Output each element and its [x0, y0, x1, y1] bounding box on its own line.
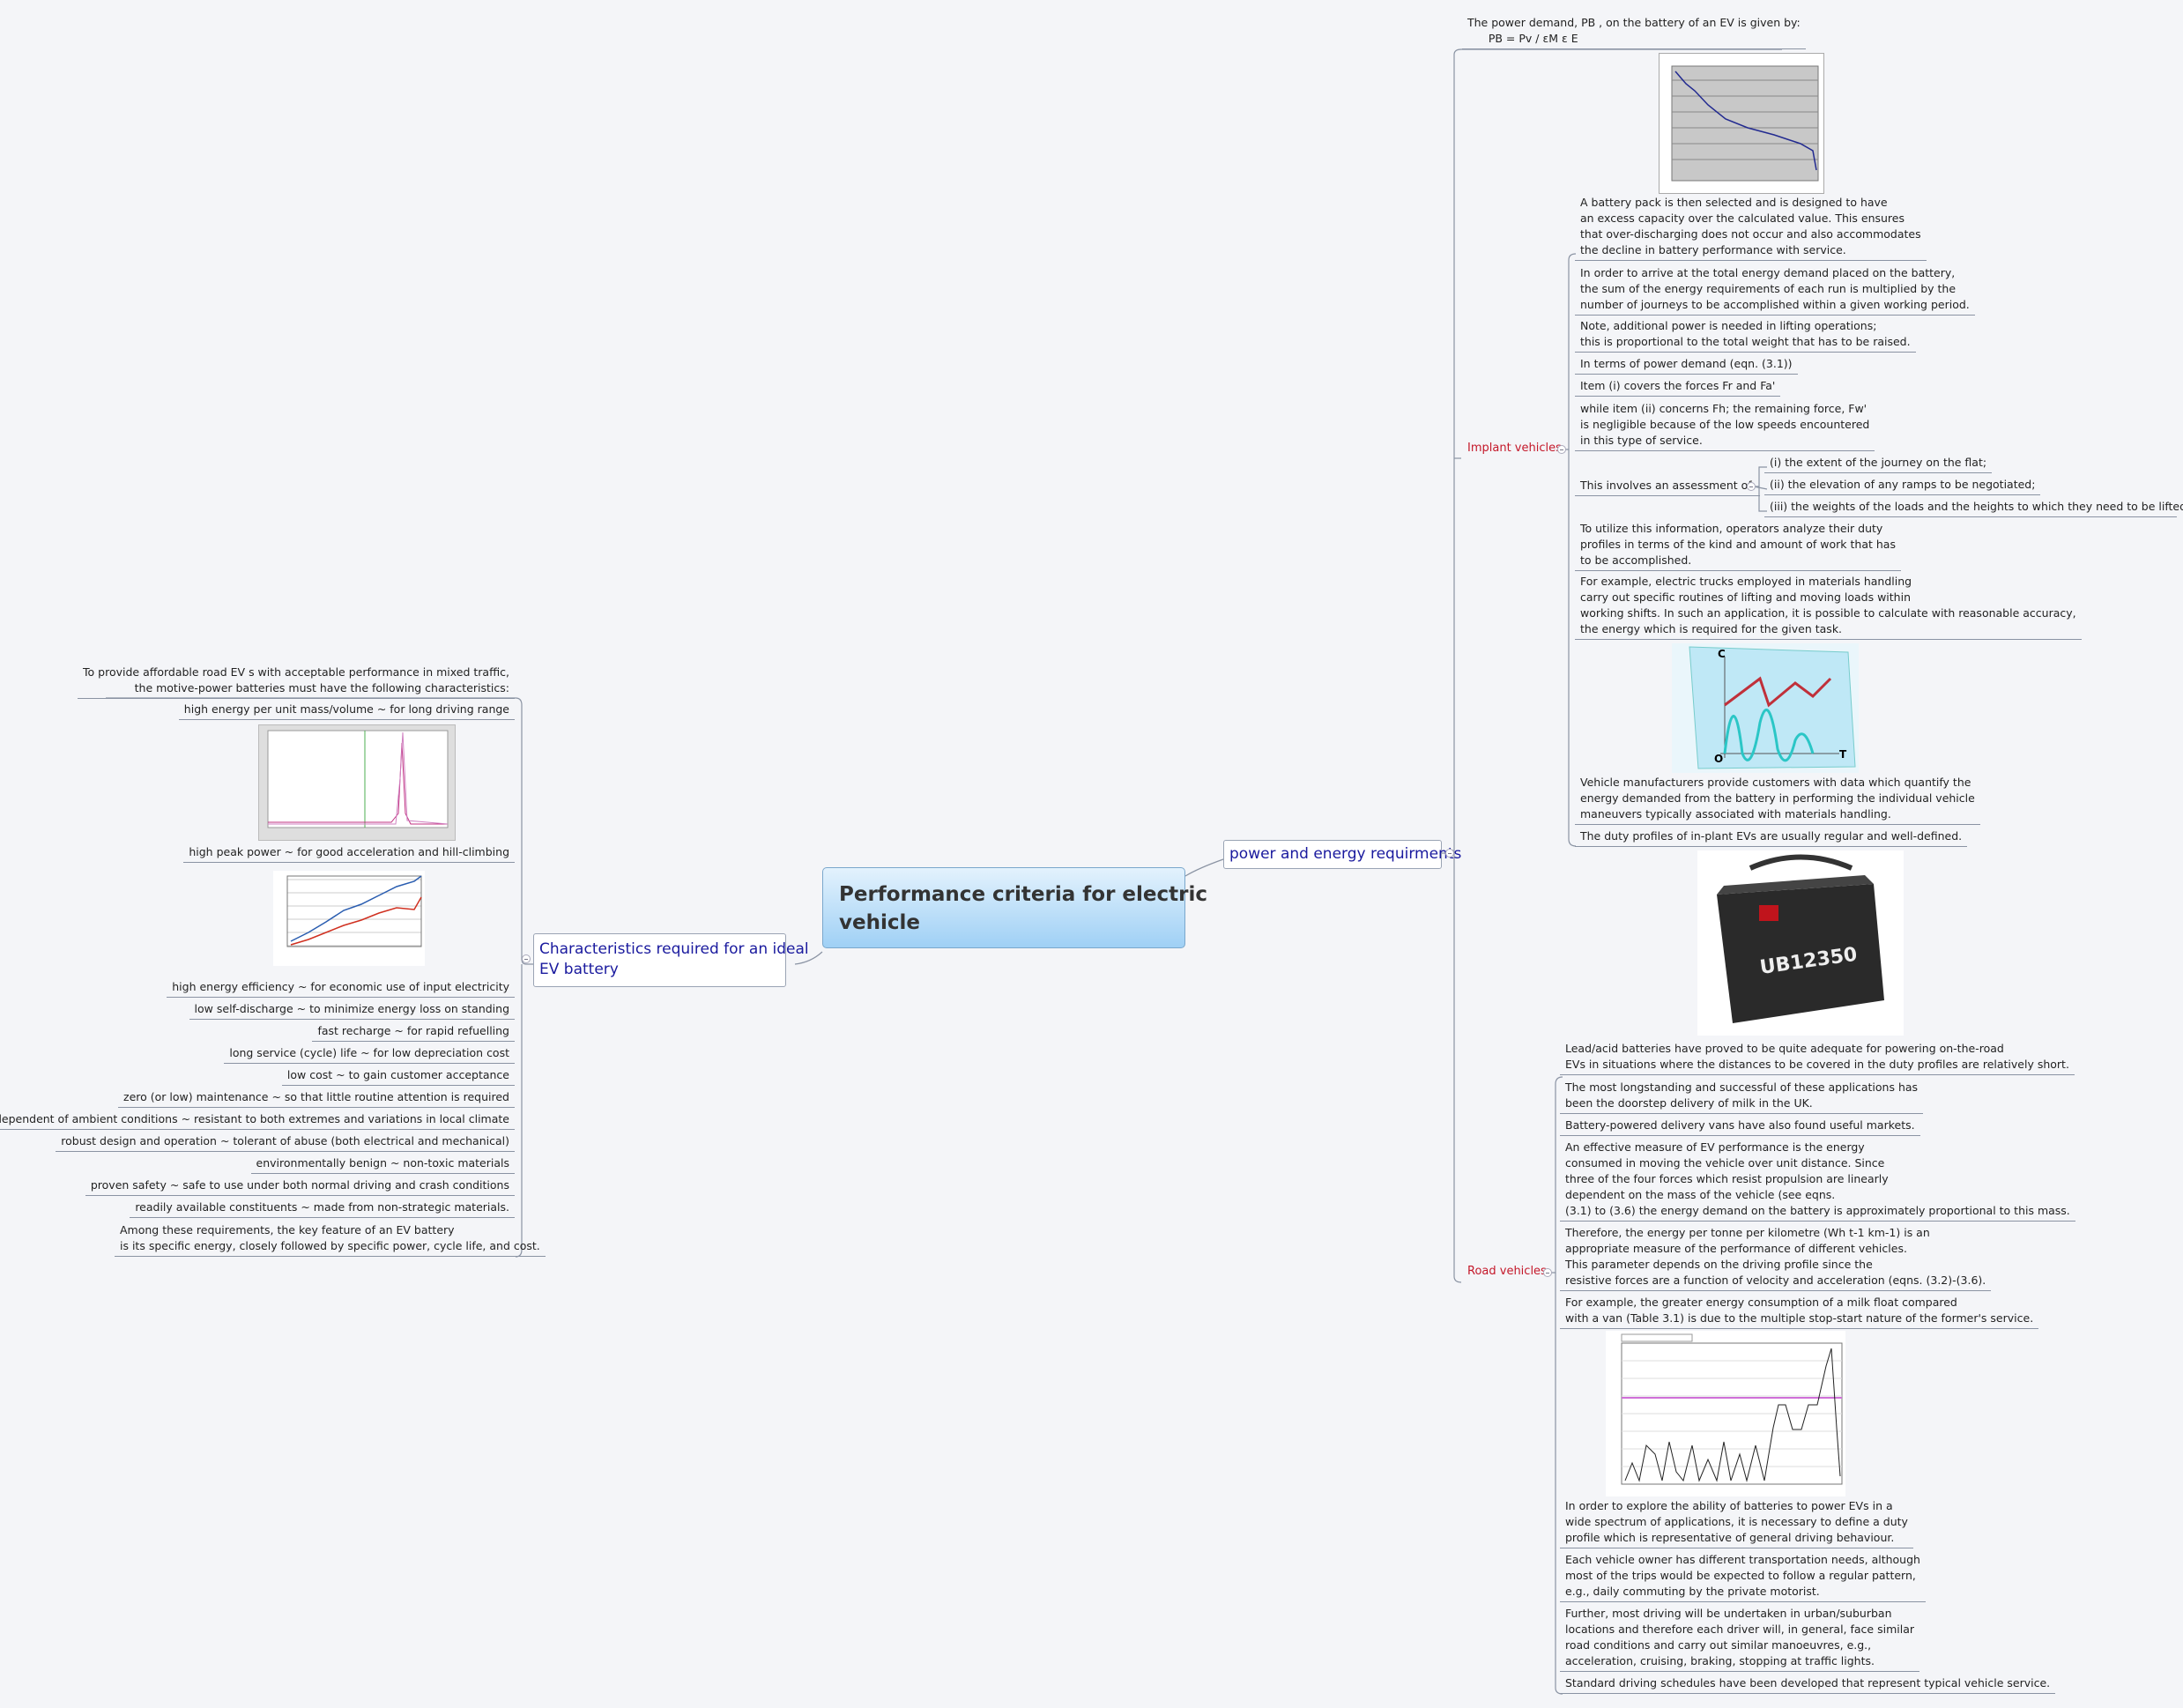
left-item: environmentally benign ~ non-toxic mater…	[256, 1156, 509, 1170]
assessment-node: This involves an assessment of:	[1580, 479, 1756, 492]
graph-axis-t: T	[1839, 748, 1847, 761]
efficiency-chart-image	[273, 871, 425, 966]
subtopic-implant-vehicles[interactable]: Implant vehicles	[1467, 442, 1562, 455]
collapse-assessment-icon[interactable]	[1747, 482, 1756, 491]
road-item: Each vehicle owner has different transpo…	[1565, 1553, 1920, 1598]
road-item: Lead/acid batteries have proved to be qu…	[1565, 1042, 2069, 1071]
central-topic[interactable]: Performance criteria for electric vehicl…	[822, 867, 1207, 948]
implant-item: while item (ii) concerns Fh; the remaini…	[1580, 402, 1870, 447]
implant-item: For example, electric trucks employed in…	[1580, 575, 2076, 635]
assessment-item: (iii) the weights of the loads and the h…	[1770, 500, 2183, 513]
left-item: independent of ambient conditions ~ resi…	[0, 1112, 509, 1125]
subtopic-road-vehicles[interactable]: Road vehicles	[1467, 1265, 1547, 1278]
implant-item: Vehicle manufacturers provide customers …	[1580, 776, 1975, 821]
left-item: zero (or low) maintenance ~ so that litt…	[123, 1090, 509, 1103]
left-intro: To provide affordable road EV s with acc…	[83, 665, 509, 694]
implant-item: In terms of power demand (eqn. (3.1))	[1580, 357, 1793, 370]
road-item: For example, the greater energy consumpt…	[1565, 1296, 2034, 1325]
left-item: low cost ~ to gain customer acceptance	[286, 1068, 509, 1081]
left-item: robust design and operation ~ tolerant o…	[61, 1134, 509, 1147]
implant-item: A battery pack is then selected and is d…	[1580, 196, 1921, 256]
implant-item: To utilize this information, operators a…	[1580, 522, 1896, 567]
implant-item: The duty profiles of in-plant EVs are us…	[1580, 829, 1963, 843]
energy-graph-image: C O T	[1672, 643, 1859, 773]
implant-item: Item (i) covers the forces Fr and Fa'	[1580, 379, 1776, 392]
left-item: proven safety ~ safe to use under both n…	[90, 1178, 509, 1192]
driving-cycle-chart-image	[1606, 1331, 1845, 1496]
peak-power-chart-image	[258, 724, 456, 841]
collapse-road-icon[interactable]	[1543, 1268, 1552, 1277]
road-item: An effective measure of EV performance i…	[1565, 1140, 2070, 1217]
lead-acid-battery-image: UB12350	[1697, 850, 1904, 1036]
discharge-chart-image	[1659, 53, 1824, 194]
left-item: fast recharge ~ for rapid refuelling	[317, 1024, 509, 1037]
left-item: high energy efficiency ~ for economic us…	[172, 980, 509, 993]
collapse-implant-icon[interactable]	[1557, 445, 1566, 454]
left-item: readily available constituents ~ made fr…	[135, 1200, 509, 1214]
collapse-characteristics-icon[interactable]	[522, 954, 531, 963]
left-item: low self-discharge ~ to minimize energy …	[194, 1002, 509, 1015]
branch-characteristics[interactable]: Characteristics required for an ideal EV…	[533, 933, 809, 987]
road-item: Therefore, the energy per tonne per kilo…	[1565, 1226, 1986, 1287]
power-demand-note: The power demand, PB , on the battery of…	[1467, 16, 1801, 45]
road-item: Further, most driving will be undertaken…	[1565, 1607, 1915, 1667]
road-item: Battery-powered delivery vans have also …	[1565, 1118, 1915, 1132]
implant-item: Note, additional power is needed in lift…	[1580, 319, 1911, 348]
graph-axis-o: O	[1714, 753, 1723, 765]
collapse-power-icon[interactable]	[1445, 849, 1454, 858]
implant-item: In order to arrive at the total energy d…	[1580, 266, 1970, 311]
road-item: Standard driving schedules have been dev…	[1565, 1676, 2051, 1689]
left-item: long service (cycle) life ~ for low depr…	[229, 1046, 509, 1059]
graph-axis-c: C	[1718, 648, 1726, 660]
road-item: In order to explore the ability of batte…	[1565, 1499, 1908, 1544]
branch-power-energy[interactable]: power and energy requirments	[1223, 840, 1461, 869]
assessment-item: (ii) the elevation of any ramps to be ne…	[1770, 478, 2036, 491]
left-item: high energy per unit mass/volume ~ for l…	[183, 702, 509, 716]
road-item: The most longstanding and successful of …	[1565, 1080, 1919, 1110]
left-item: Among these requirements, the key featur…	[120, 1223, 540, 1252]
left-item: high peak power ~ for good acceleration …	[189, 845, 509, 858]
assessment-item: (i) the extent of the journey on the fla…	[1770, 456, 1987, 469]
